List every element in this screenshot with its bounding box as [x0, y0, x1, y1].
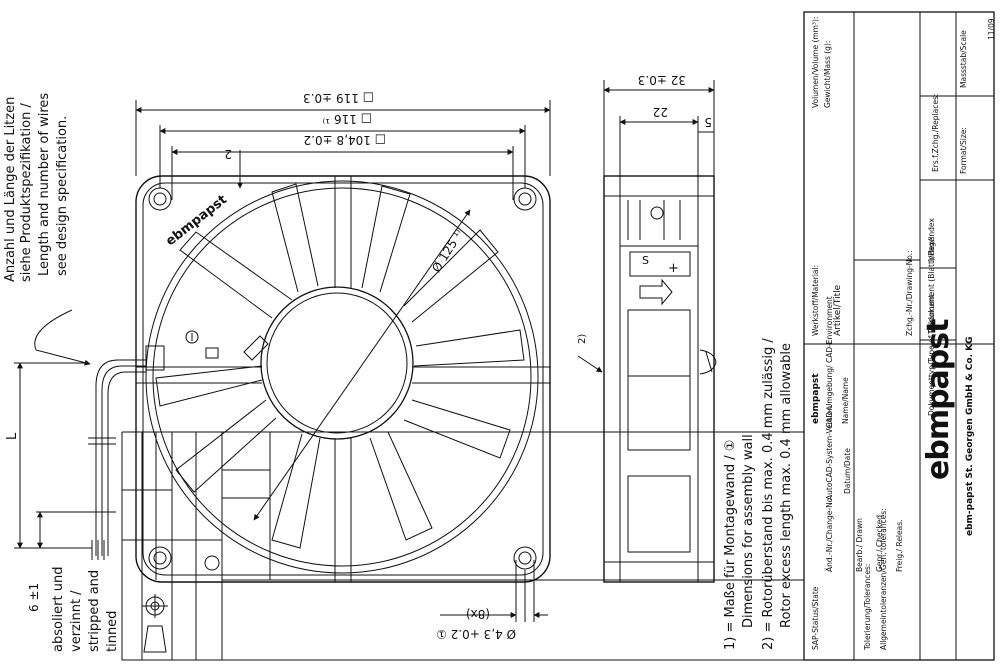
dim-depth-small: 5	[704, 115, 712, 129]
fan-blades	[155, 183, 525, 549]
strip-note-d: tinned	[105, 610, 120, 652]
dim-wire-length: L	[5, 432, 20, 440]
wire-bundle	[88, 359, 146, 560]
tb-name-header: ebmpapst	[811, 373, 821, 424]
fan-brand: ebmpapst	[163, 192, 230, 249]
tb-year: 11/09	[987, 18, 996, 40]
tb-gen-tolerances: Allgemeintoleranzen/Gen. tolerances:	[879, 508, 888, 650]
dim-frame: □ 104,8 ±0.2	[303, 133, 386, 147]
wire-note-d: see design specification.	[55, 115, 70, 276]
tb-drawing-no: Zchg.-Nr./Drawing-No.:	[905, 250, 914, 336]
tb-date: Datum/Date	[843, 448, 852, 494]
strip-note-a: absoliert und	[51, 566, 66, 652]
tb-title: Artikel/Title	[833, 284, 843, 336]
wire-note-c: Length and number of wires	[37, 92, 52, 276]
wire-note-a: Anzahl und Länge der Litzen	[3, 96, 18, 282]
dimension-lines	[135, 100, 551, 622]
tb-weight: Gewicht/Mass (g):	[823, 40, 832, 108]
tb-cad-version: AutoCAD-System-Version	[825, 405, 834, 500]
dim-mount: □ 116 ¹⁾	[322, 112, 372, 126]
dim-strip-length: 6 ±1	[27, 582, 41, 612]
rotation-mark: S	[642, 254, 649, 267]
footnote-1a: 1) = Maße für Montagewand / ①	[723, 439, 738, 650]
tb-format: Format/Size:	[959, 127, 968, 174]
footnote-1b: Dimensions for assembly wall	[741, 434, 756, 628]
tb-volume: Volumen/Volume (mm³):	[811, 16, 820, 108]
fan-side-view	[603, 175, 717, 583]
mounting-holes	[148, 187, 537, 570]
tb-index: Index/Index	[927, 218, 936, 262]
footnote-2b: Rotor excess length max. 0.4 mm allowabl…	[779, 342, 794, 628]
footnote-2a: 2) = Rotorüberstand bis max. 0.4 mm zulä…	[761, 338, 776, 650]
tb-sap-state: SAP-Status/State	[811, 586, 820, 650]
tb-company: ebm-papst St. Georgen GmbH & Co. KG	[965, 336, 975, 536]
tb-name: Name/Name	[841, 377, 850, 424]
title-block-frame	[121, 11, 995, 661]
tb-tolerances: Tolerierung/Tolerances:	[863, 563, 872, 650]
dim-depth: 32 ±0.3	[637, 73, 686, 87]
dim-depth-inner: 22	[652, 105, 668, 119]
fan-front-view	[135, 175, 551, 583]
tb-change-no: Änd.-Nr./Change-No.	[825, 495, 834, 572]
tb-material: Werkstoff/Material:	[811, 264, 820, 336]
dim-hole: Ø 4,3 +0.2 ①	[436, 627, 516, 641]
strip-note-c: stripped and	[87, 569, 102, 652]
strip-note-b: verzinnt /	[69, 590, 84, 652]
dim-overall: □ 119 ±0.3	[302, 91, 374, 105]
dim-hole-count: (8x)	[465, 607, 490, 621]
polarity-plus: +	[668, 261, 679, 276]
dim-note-2: 2	[224, 147, 232, 161]
tb-scale: Massstab/Scale	[959, 30, 968, 88]
tb-replaces: Ers.f.Zchg./Replaces:	[931, 93, 940, 172]
tb-released: Freig./ Releas.	[895, 519, 904, 572]
wire-note-b: siehe Produktspezifikation /	[19, 103, 34, 282]
tb-logo: ebmpapst	[921, 319, 956, 480]
projection-symbol	[142, 555, 220, 653]
dim-note-2b: 2)	[577, 333, 588, 344]
